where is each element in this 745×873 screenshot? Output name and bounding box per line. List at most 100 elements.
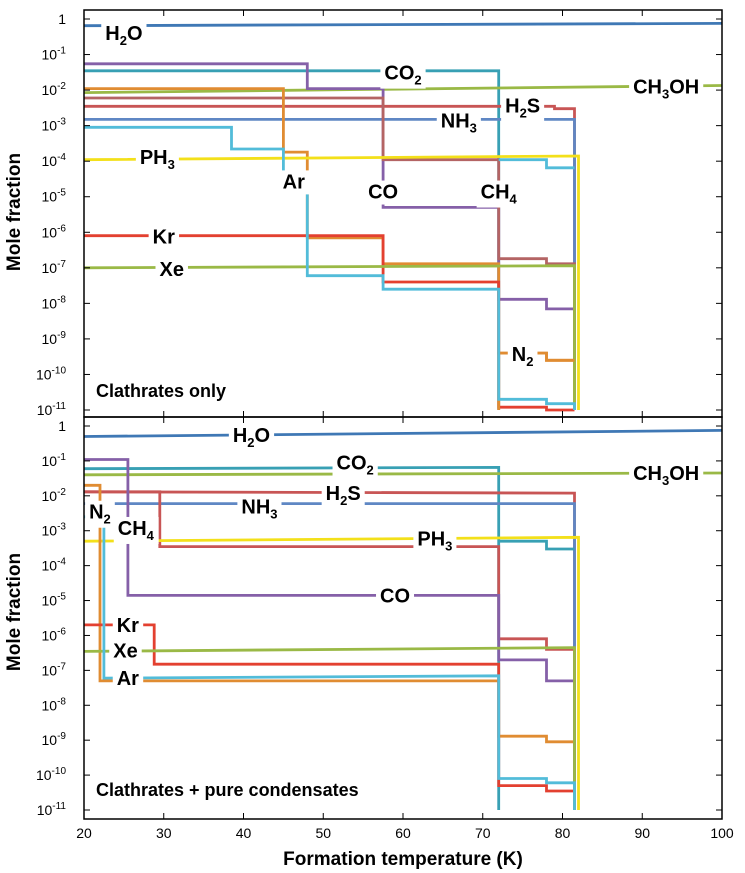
bottom-label-co2: CO2 (332, 451, 378, 479)
svg-text:CH3OH: CH3OH (633, 463, 699, 488)
top-ytick-label: 10-9 (42, 330, 67, 347)
svg-text:CH3OH: CH3OH (633, 77, 699, 102)
bottom-label-ph3: PH3 (413, 527, 457, 555)
x-axis-title: Formation temperature (K) (283, 849, 523, 870)
xtick-label: 100 (710, 825, 734, 841)
bottom-series-kr (84, 623, 576, 810)
top-ytick-label: 10-1 (42, 46, 67, 63)
bottom-label-xe: Xe (109, 639, 142, 664)
bottom-ytick-label: 10-8 (42, 696, 67, 713)
top-ytick-label: 10-4 (42, 152, 67, 169)
svg-text:N2: N2 (512, 344, 534, 369)
bottom-ytick-label: 10-9 (42, 731, 67, 748)
top-ytick-label: 10-2 (42, 81, 67, 98)
xtick-label: 50 (315, 825, 331, 841)
svg-text:CO: CO (368, 182, 398, 204)
y-axis-title-top: Mole fraction (4, 153, 25, 271)
svg-text:H2O: H2O (105, 23, 142, 48)
top-label-ar: Ar (278, 170, 310, 195)
bottom-series-ch3oh (83, 471, 723, 477)
top-label-xe: Xe (155, 258, 188, 283)
top-label-ch3oh: CH3OH (629, 75, 704, 103)
top-ytick-label: 10-7 (42, 259, 67, 276)
svg-text:Kr: Kr (153, 227, 175, 249)
top-ytick-label: 10-6 (42, 223, 67, 240)
svg-text:Ar: Ar (283, 171, 305, 193)
bottom-ytick-label: 10-6 (42, 626, 67, 643)
xtick-label: 70 (475, 825, 491, 841)
svg-text:Xe: Xe (113, 641, 137, 663)
bottom-panel-series (83, 429, 723, 810)
bottom-ytick-label: 10-4 (42, 557, 67, 574)
top-ytick-label: 10-11 (37, 401, 67, 418)
svg-text:CO: CO (380, 585, 410, 607)
svg-text:Kr: Kr (117, 615, 139, 637)
top-series-ar-cyan (84, 125, 576, 410)
top-label-ch4: CH4 (476, 180, 522, 208)
top-ytick-label: 10-10 (36, 365, 66, 382)
xtick-label: 60 (395, 825, 411, 841)
top-label-h2o: H2O (101, 22, 147, 50)
bottom-label-n2: N2 (85, 500, 115, 528)
bottom-label-ch4: CH4 (113, 516, 159, 544)
bottom-series-xe (83, 646, 576, 810)
top-series-ph3 (83, 154, 580, 410)
bottom-panel: 110-110-210-310-410-510-610-710-810-910-… (36, 416, 723, 820)
svg-text:NH3: NH3 (441, 110, 477, 135)
xtick-label: 20 (76, 825, 92, 841)
xtick-label: 30 (156, 825, 172, 841)
bottom-series-ph3 (83, 535, 580, 810)
svg-text:CH4: CH4 (118, 518, 155, 543)
top-label-ph3: PH3 (135, 146, 179, 174)
top-label-h2s: H2S (501, 94, 545, 122)
top-panel: 110-110-210-310-410-510-610-710-810-910-… (36, 9, 723, 418)
top-ytick-label: 10-5 (42, 188, 67, 205)
svg-text:Ar: Ar (117, 668, 139, 690)
bottom-ytick-label: 10-1 (42, 452, 67, 469)
bottom-label-ar: Ar (112, 667, 144, 692)
svg-text:H2S: H2S (505, 95, 540, 120)
bottom-series-nh3 (84, 502, 576, 810)
svg-text:Xe: Xe (159, 259, 183, 281)
bottom-panel-title: Clathrates + pure condensates (96, 780, 359, 800)
bottom-label-h2s: H2S (321, 482, 365, 510)
svg-text:H2S: H2S (326, 483, 361, 508)
bottom-ytick-label: 10-2 (42, 487, 67, 504)
svg-text:NH3: NH3 (241, 496, 277, 521)
svg-text:CO2: CO2 (337, 453, 374, 478)
top-panel-yticks: 110-110-210-310-410-510-610-710-810-910-… (36, 11, 722, 418)
bottom-label-h2o: H2O (228, 424, 275, 452)
xtick-label: 40 (236, 825, 252, 841)
bottom-series-h2o (83, 429, 723, 438)
svg-text:PH3: PH3 (417, 528, 452, 553)
bottom-ytick-label: 10-11 (37, 801, 67, 818)
top-series-h2o (83, 22, 723, 28)
x-axis-ticks: 20 30 40 50 60 70 80 90 100 (76, 10, 734, 841)
top-label-co2: CO2 (380, 61, 426, 89)
bottom-ytick-label: 10-7 (42, 661, 67, 678)
top-panel-title: Clathrates only (96, 381, 226, 401)
bottom-panel-yticks: 110-110-210-310-410-510-610-710-810-910-… (36, 418, 722, 818)
svg-text:CO2: CO2 (384, 63, 421, 88)
bottom-series-co (84, 458, 576, 810)
bottom-ytick-label: 10-10 (36, 766, 66, 783)
top-series-nh3-cyan (498, 158, 575, 170)
bottom-ytick-label: 1 (58, 418, 66, 434)
bottom-label-co: CO (376, 584, 415, 609)
svg-text:H2O: H2O (233, 425, 270, 450)
top-ytick-label: 1 (58, 11, 66, 27)
bottom-panel-frame (83, 416, 723, 820)
svg-text:CH4: CH4 (481, 182, 518, 207)
svg-text:PH3: PH3 (140, 147, 175, 172)
top-series-ch4 (84, 96, 576, 410)
xtick-label: 90 (634, 825, 650, 841)
bottom-ytick-label: 10-5 (42, 592, 67, 609)
bottom-label-ch3oh: CH3OH (629, 462, 704, 490)
top-series-xe (83, 264, 576, 410)
top-series-ch3oh (83, 84, 723, 94)
top-label-nh3: NH3 (436, 109, 481, 137)
top-label-n2: N2 (507, 342, 538, 370)
xtick-label: 80 (555, 825, 571, 841)
